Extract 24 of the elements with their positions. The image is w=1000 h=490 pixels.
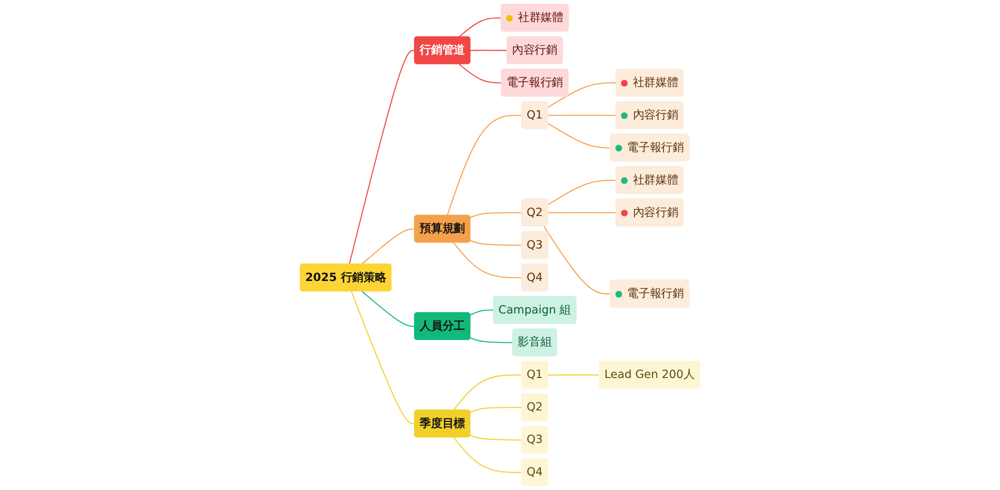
connector — [458, 17, 502, 38]
connector — [470, 406, 522, 413]
connector — [548, 123, 610, 148]
connector — [548, 82, 616, 108]
connector — [458, 64, 502, 84]
connector — [350, 291, 415, 424]
connector — [453, 242, 522, 278]
connector — [470, 434, 522, 441]
connector — [470, 310, 494, 316]
connector — [548, 180, 616, 206]
connector — [348, 50, 415, 264]
connector — [446, 114, 522, 216]
connector — [548, 374, 600, 376]
connector — [470, 240, 522, 246]
connector — [453, 437, 522, 473]
connector — [543, 226, 610, 294]
connector — [470, 212, 522, 218]
connector — [362, 290, 415, 327]
connector — [453, 374, 522, 410]
connector — [470, 50, 508, 51]
connector — [548, 114, 616, 116]
connector — [470, 337, 513, 344]
connector — [548, 212, 616, 214]
connector — [362, 228, 415, 264]
